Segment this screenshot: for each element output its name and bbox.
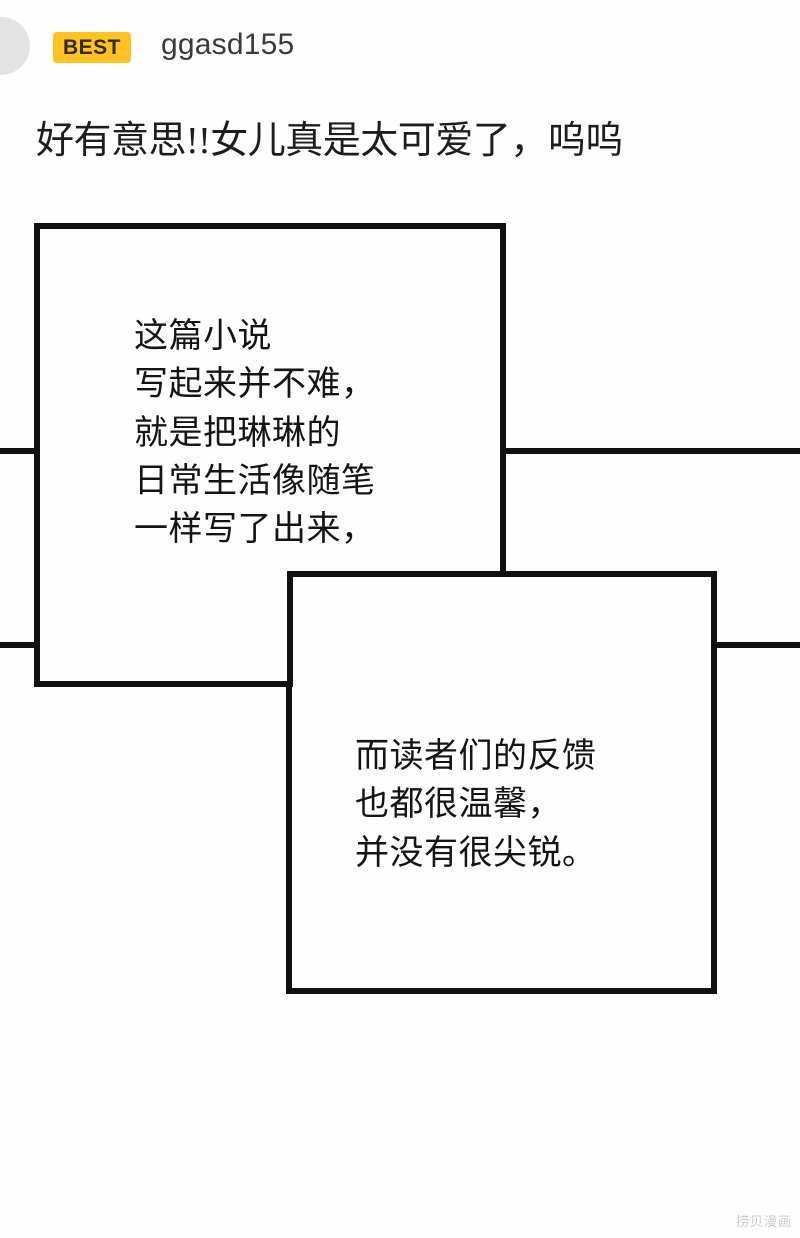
watermark: 捞贝漫画 (735, 1215, 792, 1230)
avatar[interactable] (0, 17, 30, 75)
comment-text: 好有意思!!女儿真是太可爱了，呜呜 (36, 120, 623, 162)
panel-1-text: 这篇小说 写起来并不难， 就是把琳琳的 日常生活像随笔 一样写了出来， (134, 318, 376, 549)
status-badge-best: BEST (53, 32, 131, 63)
comment-username[interactable]: ggasd155 (161, 28, 295, 61)
panel-2-text: 而读者们的反馈 也都很温馨， 并没有很尖锐。 (355, 738, 597, 872)
comment-header: BEST ggasd155 (0, 0, 800, 110)
